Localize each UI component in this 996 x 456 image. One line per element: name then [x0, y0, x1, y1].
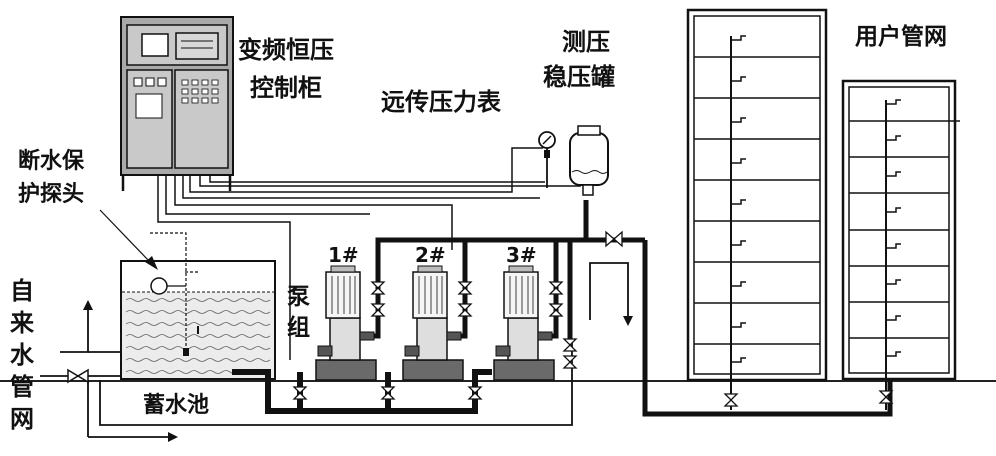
water-cutoff-probe	[150, 232, 200, 356]
lower-bypass-line	[99, 340, 573, 426]
pressure-gauge-label: 远传压力表	[381, 88, 502, 116]
municipal-pipe-label-2: 来	[10, 309, 35, 337]
control-cabinet-label-line2: 控制柜	[250, 74, 322, 102]
municipal-inlet-pipe	[40, 306, 170, 438]
building-2	[841, 79, 960, 410]
return-loop	[589, 262, 629, 320]
pressure-tank-label-line2: 稳压罐	[543, 63, 615, 91]
suction-valves	[292, 386, 483, 400]
bypass-arrow	[168, 432, 178, 442]
probe-pointer-line	[99, 209, 151, 263]
inlet-up-arrow	[83, 300, 93, 310]
reservoir-label: 蓄水池	[143, 393, 209, 418]
probe-pointer-arrow	[145, 256, 158, 270]
user-network-label: 用户管网	[855, 23, 947, 50]
return-arrow	[623, 316, 633, 326]
pressure-tank-label-line1: 测压	[562, 28, 610, 56]
municipal-pipe-label-4: 管	[10, 373, 34, 401]
pump-group-label-line1: 泵	[287, 284, 310, 310]
pump-1-label: 1#	[328, 243, 359, 267]
control-cabinet	[120, 16, 234, 191]
pump-3	[493, 265, 555, 381]
water-cutoff-probe-label-line2: 护探头	[18, 181, 84, 207]
pump-2	[402, 265, 464, 381]
reservoir-tank	[120, 260, 276, 380]
municipal-pipe-label-3: 水	[10, 341, 35, 369]
pump-group-label-line2: 组	[287, 314, 310, 341]
building-1	[686, 8, 828, 410]
pump-2-label: 2#	[415, 243, 446, 267]
discharge-valves	[370, 230, 623, 369]
municipal-pipe-label-5: 网	[10, 405, 34, 433]
control-cabinet-label-line1: 变频恒压	[238, 36, 334, 64]
pressure-tank	[569, 125, 609, 196]
pressure-gauge-icon	[538, 131, 556, 188]
pump-1	[315, 265, 377, 381]
control-cables	[157, 147, 581, 360]
inlet-valve-icon	[67, 368, 89, 384]
municipal-pipe-label-1: 自	[10, 277, 34, 305]
water-cutoff-probe-label-line1: 断水保	[18, 148, 85, 174]
pump-3-label: 3#	[506, 243, 537, 267]
